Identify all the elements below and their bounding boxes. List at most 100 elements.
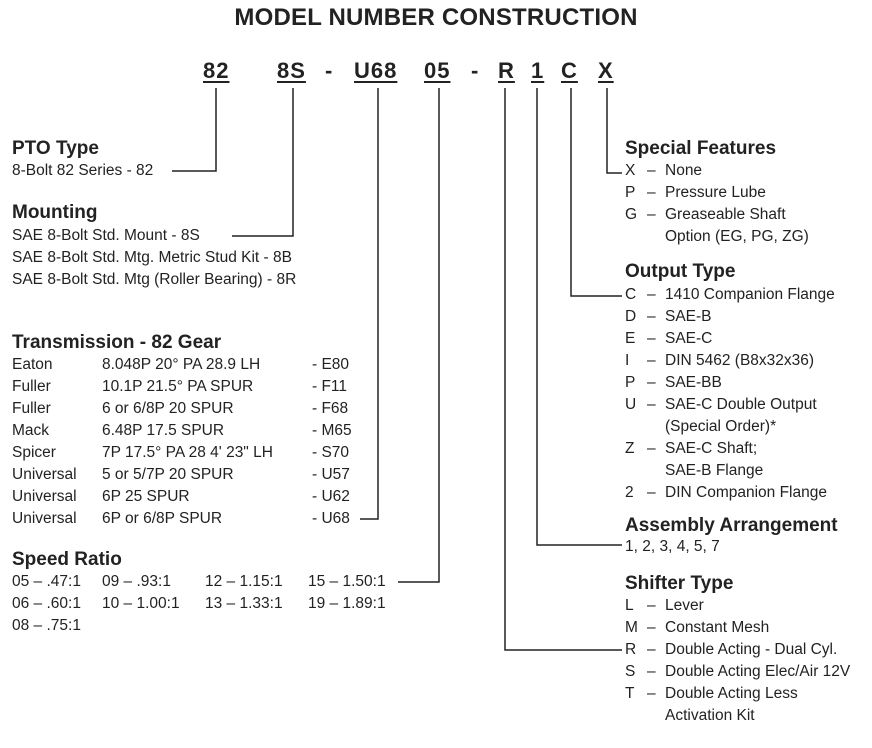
code-output-type: C [561, 58, 578, 83]
assembly-heading: Assembly Arrangement [625, 515, 838, 536]
option-dash: – [647, 330, 656, 347]
option-desc: 1410 Companion Flange [665, 286, 835, 303]
code-special-features: X [598, 58, 614, 83]
list-item: T – Double Acting Less [625, 683, 870, 705]
option-desc: Greaseable Shaft [665, 206, 786, 223]
list-item: Z – SAE-C Shaft; [625, 438, 865, 460]
list-item: M – Constant Mesh [625, 617, 870, 639]
option-dash: – [647, 352, 656, 369]
list-item: P – Pressure Lube [625, 182, 865, 204]
transmission-code: - E80 [312, 356, 350, 373]
option-desc: DIN Companion Flange [665, 484, 827, 501]
option-dash: – [647, 374, 656, 391]
transmission-code: - U68 [312, 510, 350, 527]
special-features-list: X – None P – Pressure Lube G – Greaseabl… [625, 160, 865, 248]
option-code: G [625, 206, 638, 223]
special-features-heading: Special Features [625, 138, 777, 159]
option-code: E [625, 330, 636, 347]
mounting-heading: Mounting [12, 202, 98, 223]
transmission-code: - M65 [312, 422, 352, 439]
transmission-spec: 6P 25 SPUR [102, 488, 190, 505]
transmission-table: Eaton 8.048P 20° PA 28.9 LH - E80 Fuller… [12, 354, 372, 530]
connector-transmission [360, 88, 379, 520]
option-desc: None [665, 162, 703, 179]
option-desc: DIN 5462 (B8x32x36) [665, 352, 815, 369]
list-item: D – SAE-B [625, 306, 865, 328]
option-code: Z [625, 440, 635, 457]
list-item: C – 1410 Companion Flange [625, 284, 865, 306]
transmission-spec: 7P 17.5° PA 28 4' 23" LH [102, 444, 273, 461]
speed-ratio-value: 05 – .47:1 [12, 573, 81, 590]
connector-pto-type [172, 88, 217, 172]
table-row: 06 – .60:1 10 – 1.00:1 13 – 1.33:1 19 – … [12, 593, 402, 615]
list-item: Activation Kit [625, 705, 870, 727]
code-transmission: U68 [354, 58, 398, 83]
option-code: P [625, 184, 636, 201]
option-dash: – [647, 440, 656, 457]
transmission-make: Fuller [12, 378, 51, 395]
connector-special-features [606, 88, 622, 174]
option-dash: – [647, 206, 656, 223]
option-desc: SAE-B [665, 308, 712, 325]
code-mounting: 8S [277, 58, 306, 83]
option-dash: – [647, 484, 656, 501]
table-row: Fuller 6 or 6/8P 20 SPUR - F68 [12, 398, 372, 420]
list-item: Option (EG, PG, ZG) [625, 226, 865, 248]
transmission-code: - F11 [312, 378, 348, 395]
list-item: S – Double Acting Elec/Air 12V [625, 661, 870, 683]
code-shifter-type: R [498, 58, 515, 83]
option-desc: SAE-BB [665, 374, 722, 391]
transmission-make: Spicer [12, 444, 56, 461]
option-code: I [625, 352, 630, 369]
list-item: I – DIN 5462 (B8x32x36) [625, 350, 865, 372]
transmission-spec: 10.1P 21.5° PA SPUR [102, 378, 254, 395]
option-code: D [625, 308, 637, 325]
pto-type-heading: PTO Type [12, 138, 99, 159]
speed-ratio-value: 10 – 1.00:1 [102, 595, 180, 612]
list-item: R – Double Acting - Dual Cyl. [625, 639, 870, 661]
option-desc: SAE-B Flange [665, 462, 764, 479]
option-dash: – [647, 184, 656, 201]
option-code: L [625, 597, 634, 614]
list-item: P – SAE-BB [625, 372, 865, 394]
option-code: C [625, 286, 637, 303]
option-desc: SAE-C Shaft; [665, 440, 758, 457]
transmission-make: Fuller [12, 400, 51, 417]
option-dash: – [647, 685, 656, 702]
option-dash: – [647, 162, 656, 179]
table-row: 08 – .75:1 [12, 615, 402, 637]
option-dash: – [647, 286, 656, 303]
speed-ratio-table: 05 – .47:1 09 – .93:1 12 – 1.15:1 15 – 1… [12, 571, 402, 637]
option-code: T [625, 685, 635, 702]
list-item: U – SAE-C Double Output [625, 394, 865, 416]
page-title: MODEL NUMBER CONSTRUCTION [234, 4, 638, 31]
option-dash: – [647, 308, 656, 325]
connector-mounting [232, 88, 294, 237]
option-desc: (Special Order)* [665, 418, 777, 435]
code-separator: - [471, 58, 479, 83]
option-desc: Double Acting - Dual Cyl. [665, 641, 838, 658]
table-row: Fuller 10.1P 21.5° PA SPUR - F11 [12, 376, 372, 398]
table-row: Spicer 7P 17.5° PA 28 4' 23" LH - S70 [12, 442, 372, 464]
code-assembly: 1 [531, 58, 545, 83]
transmission-spec: 6 or 6/8P 20 SPUR [102, 400, 234, 417]
option-dash: – [647, 663, 656, 680]
option-code: P [625, 374, 636, 391]
transmission-make: Universal [12, 510, 77, 527]
transmission-code: - S70 [312, 444, 350, 461]
list-item: SAE-B Flange [625, 460, 865, 482]
table-row: Universal 6P or 6/8P SPUR - U68 [12, 508, 372, 530]
table-row: Eaton 8.048P 20° PA 28.9 LH - E80 [12, 354, 372, 376]
table-row: Universal 5 or 5/7P 20 SPUR - U57 [12, 464, 372, 486]
transmission-make: Universal [12, 488, 77, 505]
option-code: M [625, 619, 638, 636]
connector-assembly [536, 88, 622, 546]
list-item: X – None [625, 160, 865, 182]
shifter-type-list: L – Lever M – Constant Mesh R – Double A… [625, 595, 870, 727]
speed-ratio-value: 19 – 1.89:1 [308, 595, 386, 612]
option-code: 2 [625, 484, 634, 501]
transmission-spec: 8.048P 20° PA 28.9 LH [102, 356, 261, 373]
output-type-list: C – 1410 Companion Flange D – SAE-B E – … [625, 284, 865, 504]
list-item: 2 – DIN Companion Flange [625, 482, 865, 504]
